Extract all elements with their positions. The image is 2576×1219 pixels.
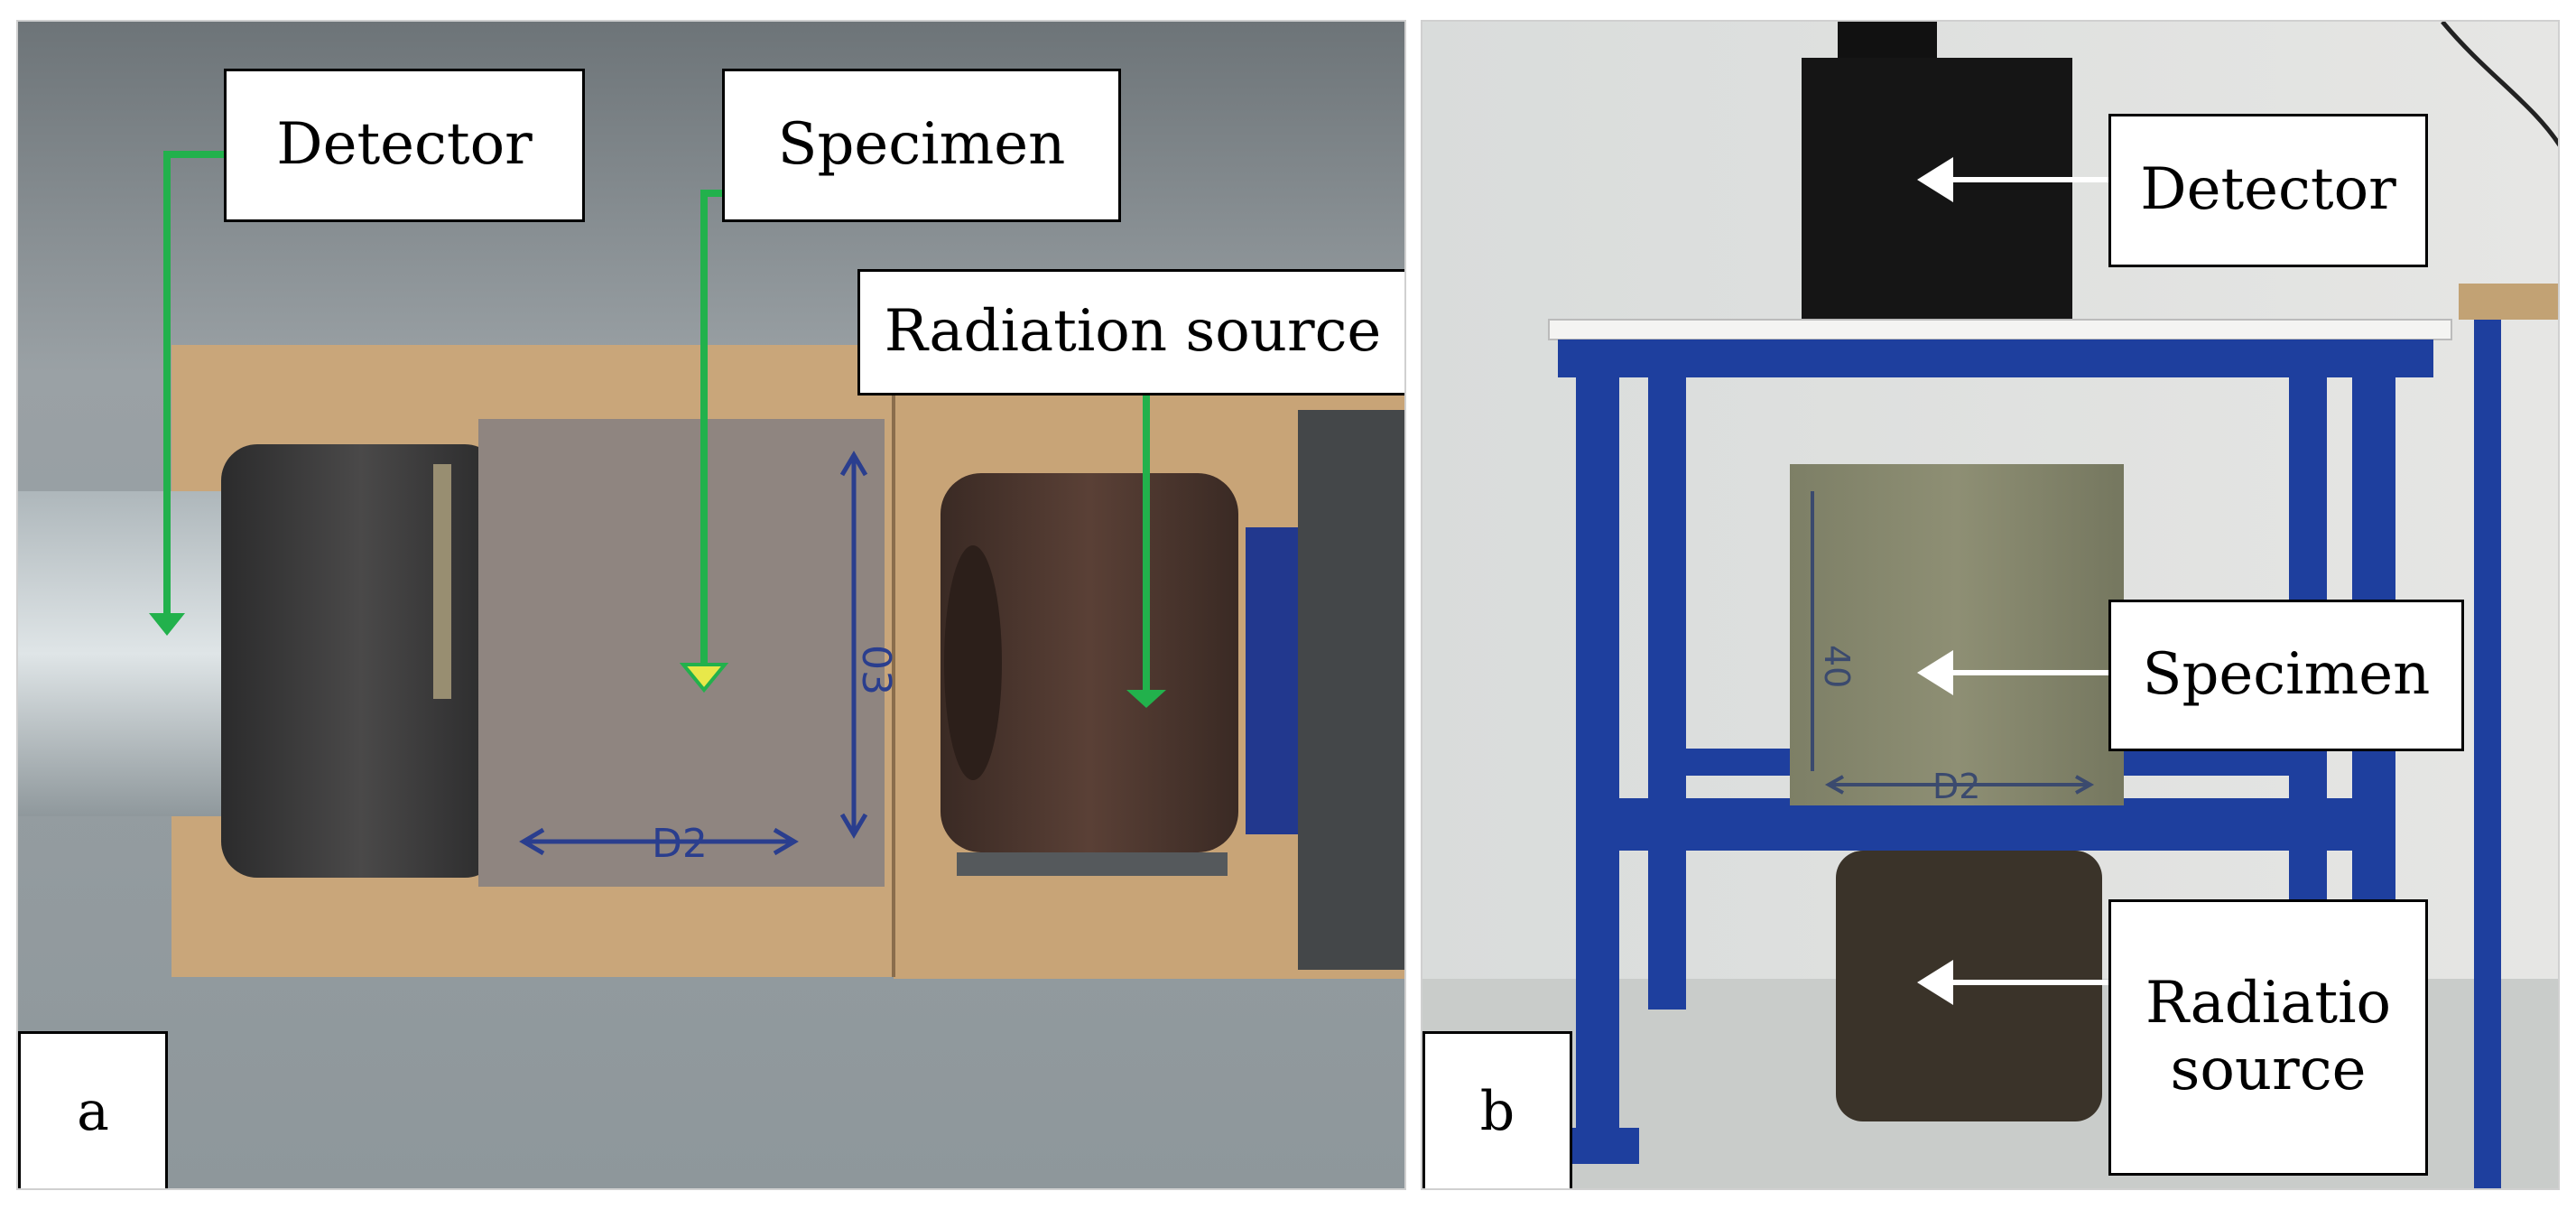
detector-box — [1802, 58, 2072, 338]
label-radiation-source: Radiation source — [857, 269, 1404, 395]
white-arrows — [1917, 157, 2108, 1005]
specimen-arrowhead — [1917, 650, 1953, 695]
source-arrowhead — [1917, 960, 1953, 1005]
specimen-cube — [1790, 464, 2124, 805]
label-detector: Detector — [224, 69, 585, 222]
label-detector: Detector — [2108, 114, 2428, 267]
label-specimen: Specimen — [2108, 600, 2464, 751]
radiation-source-cylinder — [1836, 851, 2102, 1121]
blue-bracket — [1246, 527, 1300, 834]
detector-arrowhead — [149, 613, 185, 636]
side-shelf-top — [2459, 284, 2558, 320]
radiation-source-cylinder — [941, 473, 1238, 852]
dark-plate — [1298, 410, 1404, 970]
detector-arrow-line — [1951, 177, 2108, 182]
specimen-arrow-line — [700, 190, 722, 672]
detector-arrowhead — [1917, 157, 1953, 202]
specimen-marking-horizontal: D2 — [1932, 767, 1980, 806]
pipe — [18, 491, 235, 816]
specimen-arrow-line — [1951, 670, 2108, 675]
panel-a-photo: D2 03 — [18, 22, 1404, 1188]
source-arrowhead — [1126, 690, 1166, 708]
specimen-marking-horizontal: D2 — [652, 821, 708, 867]
panel-letter-b: b — [1422, 1031, 1572, 1188]
label-radiation-source: Radiatio source — [2108, 899, 2428, 1176]
white-top-plate — [1548, 319, 2452, 340]
source-arrow-line — [1951, 980, 2108, 985]
specimen-arrowhead — [679, 663, 729, 693]
label-specimen: Specimen — [722, 69, 1121, 222]
specimen-block — [478, 419, 885, 887]
photo-panel-b: D2 40 Detector Specimen Radiatio source … — [1421, 20, 2560, 1190]
panel-letter-a: a — [18, 1031, 168, 1188]
detector-arrow-line — [163, 151, 226, 618]
photo-panel-a: D2 03 Detector Specimen Radiation source… — [16, 20, 1406, 1190]
label-radiation-source-line1: Radiatio — [2145, 970, 2392, 1038]
specimen-marking-vertical: 03 — [853, 645, 899, 695]
detector-cylinder — [221, 444, 501, 878]
specimen-marking-vertical: 40 — [1817, 645, 1857, 688]
label-radiation-source-line2: source — [2170, 1037, 2367, 1103]
